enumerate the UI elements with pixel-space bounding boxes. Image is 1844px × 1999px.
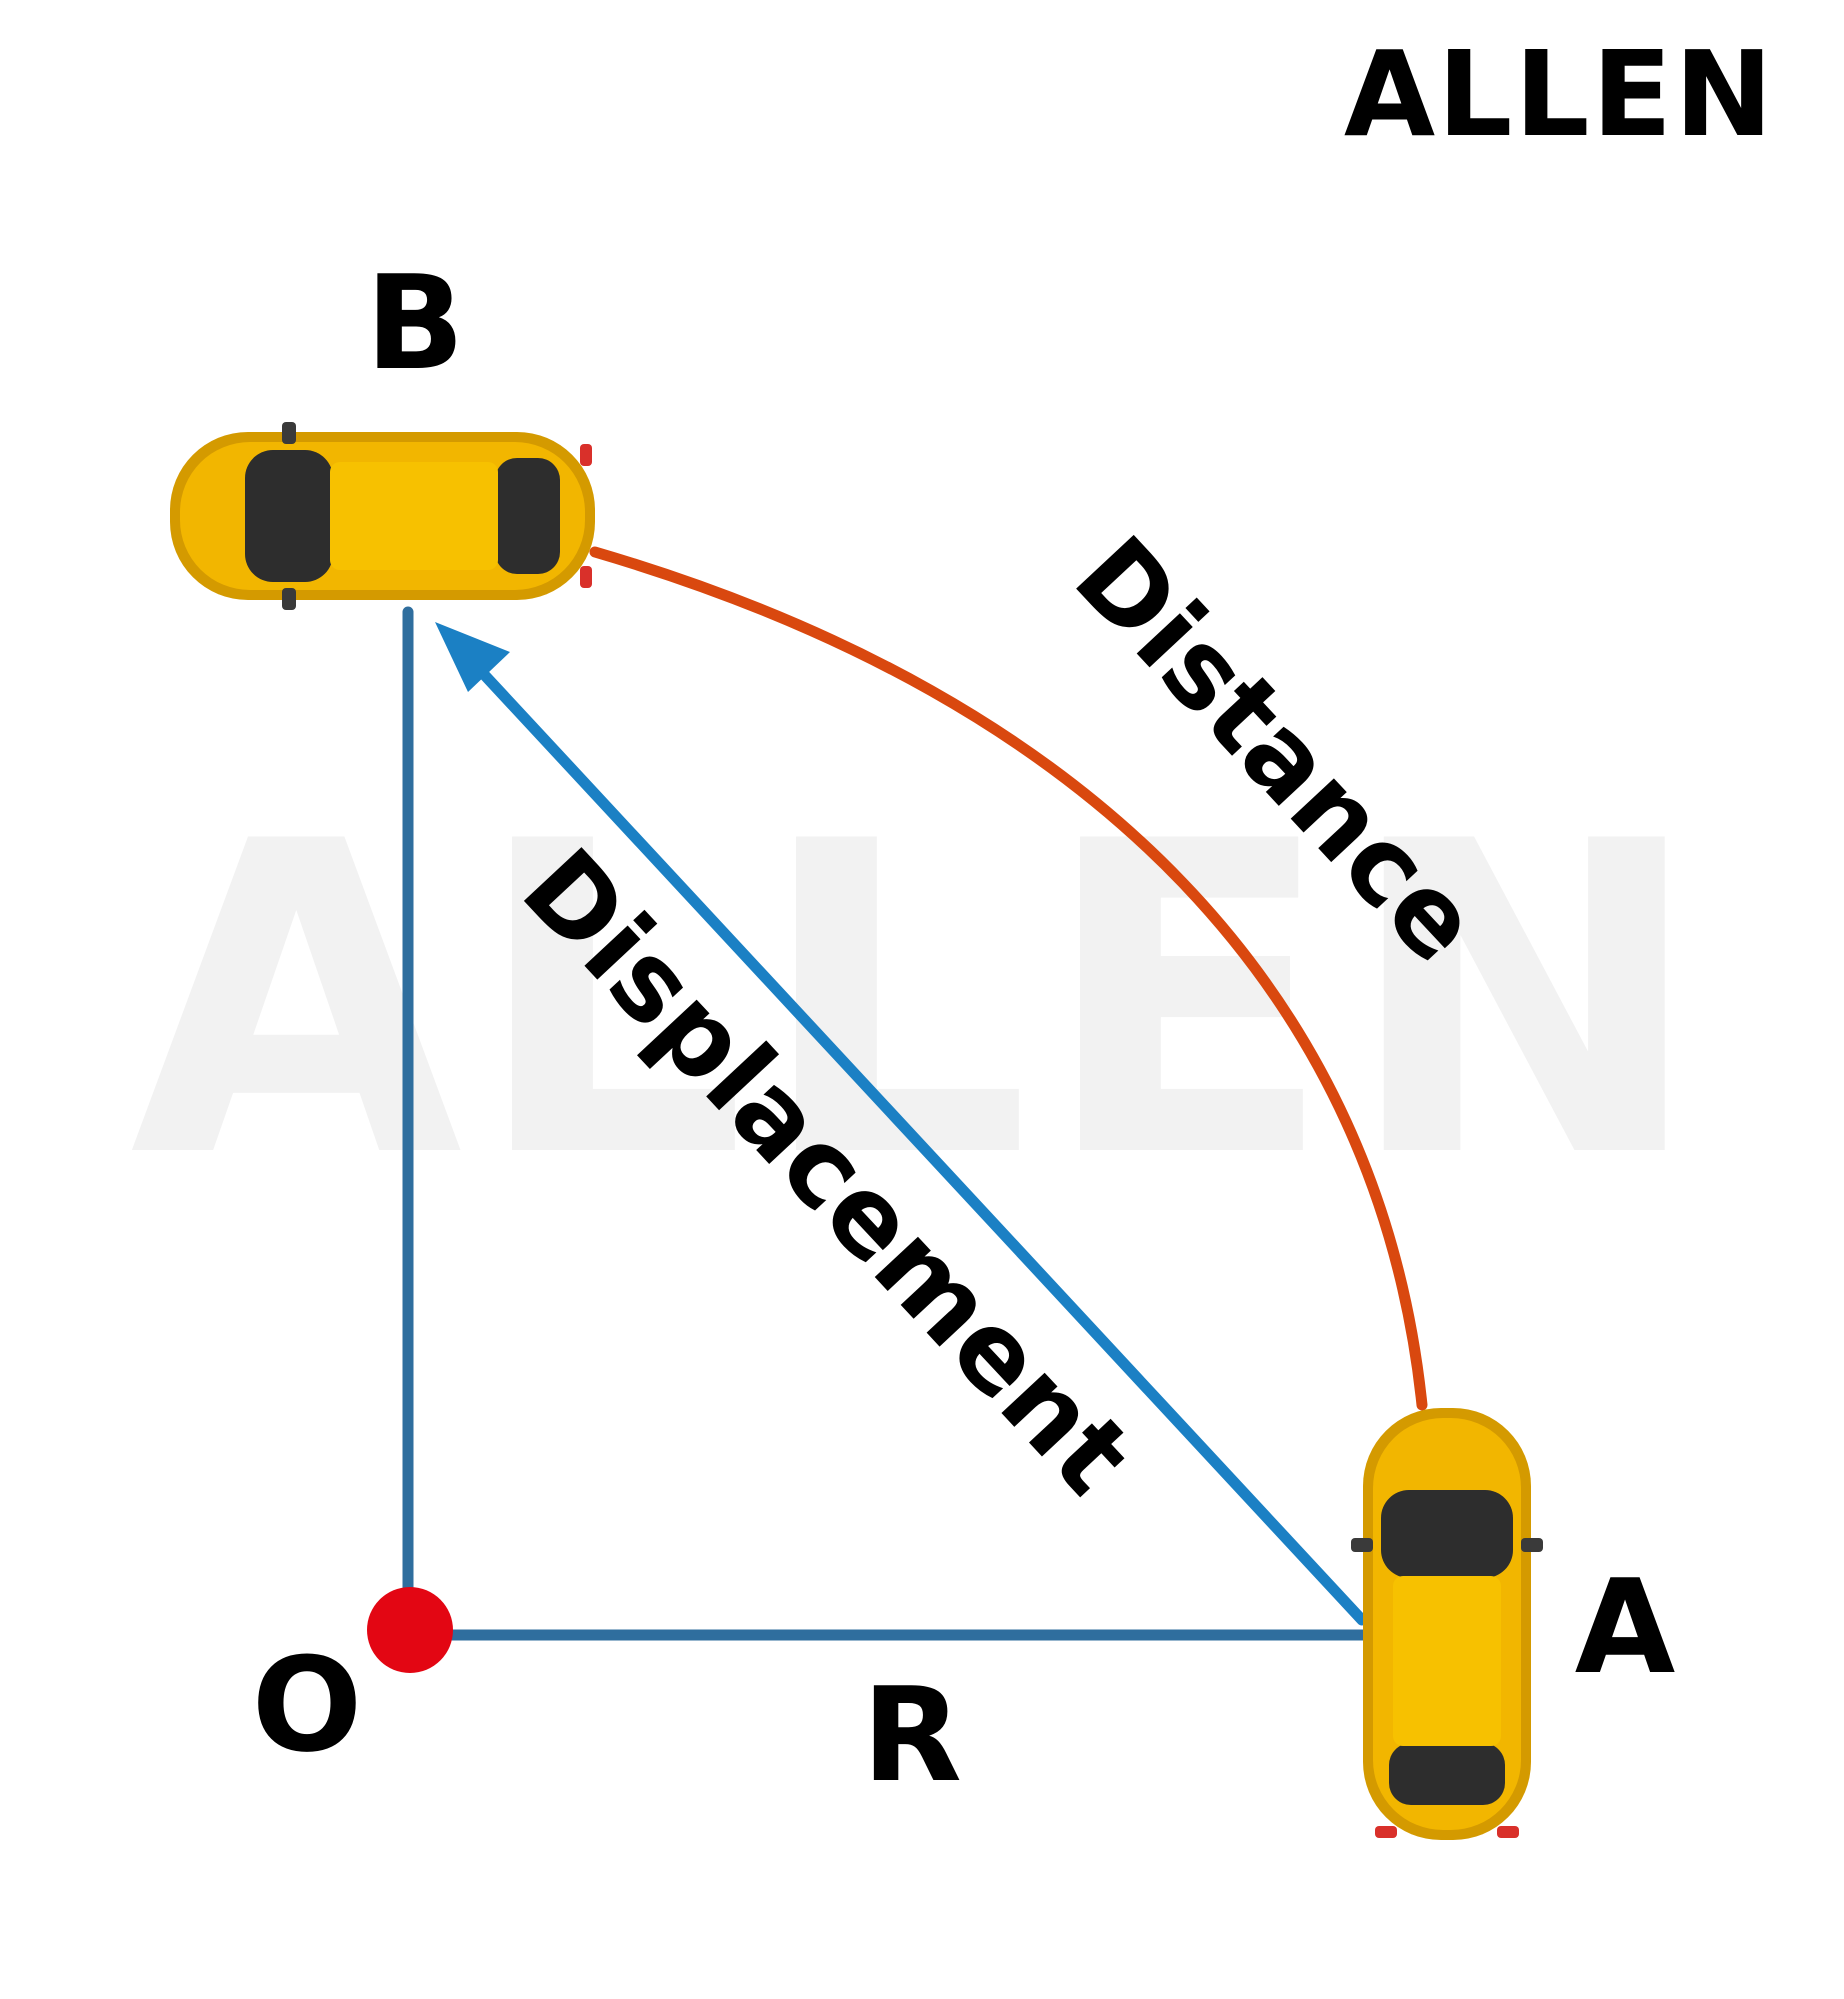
label-point-b: B bbox=[365, 247, 464, 399]
distance-arc bbox=[589, 546, 1428, 1411]
origin-dot bbox=[367, 1587, 453, 1673]
label-radius: R bbox=[862, 1659, 962, 1811]
allen-logo: ALLEN bbox=[1344, 25, 1775, 163]
car-at-a bbox=[1351, 1408, 1543, 1840]
watermark-text: ALLEN bbox=[130, 752, 1714, 1252]
displacement-arrow-shaft bbox=[472, 662, 1368, 1626]
label-point-o: O bbox=[252, 1629, 363, 1781]
car-at-b bbox=[170, 422, 595, 610]
displacement-arrowhead bbox=[435, 622, 510, 692]
label-point-a: A bbox=[1575, 1551, 1676, 1703]
